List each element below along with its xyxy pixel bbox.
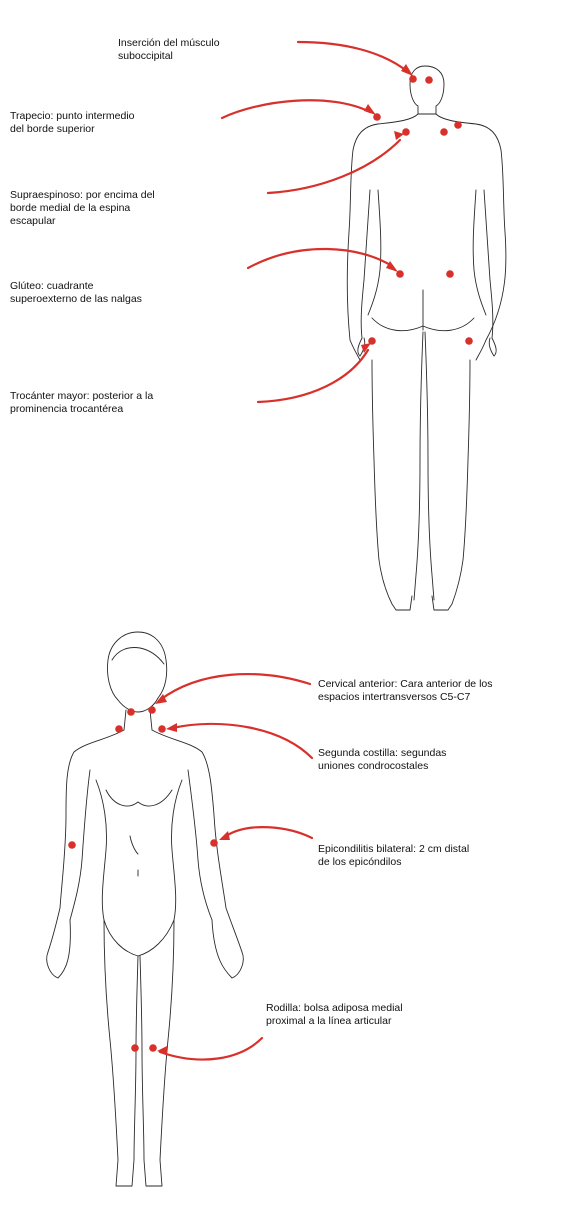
front-figure-hand-right: [212, 920, 243, 978]
marker-trochanter: [465, 337, 473, 345]
marker-supraspinatus: [402, 128, 410, 136]
front-figure-pelvis: [104, 920, 174, 956]
front-figure-outline-left: [48, 730, 124, 952]
front-figure-arm-inner: [70, 770, 212, 920]
back-label-suboccipital-line: suboccipital: [118, 50, 173, 62]
marker-knee: [149, 1044, 157, 1052]
back-label-trapezius-line: Trapecio: punto intermedio: [10, 110, 135, 122]
back-label-suboccipital-line: Inserción del músculo: [118, 37, 220, 49]
arrow-knee: [160, 1038, 262, 1060]
back-label-trapezius-line: del borde superior: [10, 123, 95, 135]
front-figure-head: [107, 632, 166, 712]
back-label-trapezius: Trapecio: punto intermedio del borde sup…: [10, 110, 137, 135]
arrowhead-suboccipital: [401, 64, 413, 76]
marker-suboccipital: [425, 76, 433, 84]
back-figure-hand-right: [489, 338, 496, 356]
marker-second-rib: [115, 725, 123, 733]
back-figure-head: [410, 66, 444, 114]
front-label-cervical-line: espacios intertransversos C5-C7: [318, 691, 470, 703]
front-label-second-rib: Segunda costilla: segundas uniones condr…: [318, 747, 449, 772]
marker-epicondyle: [210, 839, 218, 847]
marker-knee: [131, 1044, 139, 1052]
front-label-cervical: Cervical anterior: Cara anterior de los …: [318, 678, 495, 703]
front-figure-torso: [96, 780, 182, 920]
back-label-gluteus-line: Glúteo: cuadrante: [10, 280, 94, 292]
back-annotations: Inserción del músculo suboccipital Trape…: [10, 37, 473, 415]
back-label-gluteus: Glúteo: cuadrante superoexterno de las n…: [10, 280, 142, 305]
front-label-cervical-line: Cervical anterior: Cara anterior de los: [318, 678, 493, 690]
arrow-suboccipital: [298, 42, 408, 72]
back-label-supraspinatus: Supraespinoso: por encima del borde medi…: [10, 189, 158, 227]
back-label-trochanter-line: Trocánter mayor: posterior a la: [10, 390, 153, 402]
front-figure-hand-left: [47, 920, 71, 978]
front-figure-outline-right: [152, 730, 242, 952]
arrow-gluteus: [248, 249, 392, 268]
arrow-trochanter: [258, 350, 368, 402]
front-annotations: Cervical anterior: Cara anterior de los …: [68, 674, 495, 1059]
arrow-epicondyle: [226, 827, 312, 838]
front-label-knee: Rodilla: bolsa adiposa medial proximal a…: [266, 1002, 406, 1027]
arrowhead-trapezius: [364, 104, 376, 115]
front-label-knee-line: Rodilla: bolsa adiposa medial: [266, 1002, 403, 1014]
back-label-supraspinatus-line: borde medial de la espina: [10, 202, 130, 214]
front-label-second-rib-line: Segunda costilla: segundas: [318, 747, 446, 759]
arrow-trapezius: [222, 100, 370, 118]
back-figure-legs: [414, 332, 434, 600]
front-label-second-rib-line: uniones condrocostales: [318, 760, 428, 772]
back-label-gluteus-line: superoexterno de las nalgas: [10, 293, 142, 305]
arrow-supraspinatus: [268, 140, 400, 193]
arrowheads: [155, 64, 413, 1055]
marker-suboccipital: [409, 75, 417, 83]
back-label-supraspinatus-line: escapular: [10, 215, 56, 227]
back-label-trochanter: Trocánter mayor: posterior a la prominen…: [10, 390, 156, 415]
marker-cervical: [127, 708, 135, 716]
marker-epicondyle: [68, 841, 76, 849]
arrowhead-epicondyle: [219, 831, 230, 840]
marker-second-rib: [158, 725, 166, 733]
back-figure-torso: [368, 190, 486, 315]
arrowhead-second-rib: [166, 723, 177, 732]
back-figure-outline-right: [432, 114, 506, 610]
arrow-cervical: [160, 674, 310, 700]
back-figure-buttocks: [372, 290, 474, 331]
marker-supraspinatus: [440, 128, 448, 136]
back-label-suboccipital: Inserción del músculo suboccipital: [118, 37, 222, 62]
back-label-trochanter-line: prominencia trocantérea: [10, 403, 123, 415]
back-figure-arm-right: [484, 190, 493, 338]
marker-gluteus: [446, 270, 454, 278]
arrow-second-rib: [172, 724, 312, 758]
back-label-supraspinatus-line: Supraespinoso: por encima del: [10, 189, 155, 201]
front-label-epicondyle-line: de los epicóndilos: [318, 856, 401, 868]
front-label-epicondyle-line: Epicondilitis bilateral: 2 cm distal: [318, 843, 469, 855]
marker-cervical: [148, 706, 156, 714]
back-figure-arm-left: [361, 190, 370, 338]
front-view-figure: [47, 632, 244, 1186]
marker-trapezius: [454, 121, 462, 129]
front-label-epicondyle: Epicondilitis bilateral: 2 cm distal de …: [318, 843, 472, 868]
front-label-knee-line: proximal a la línea articular: [266, 1015, 392, 1027]
